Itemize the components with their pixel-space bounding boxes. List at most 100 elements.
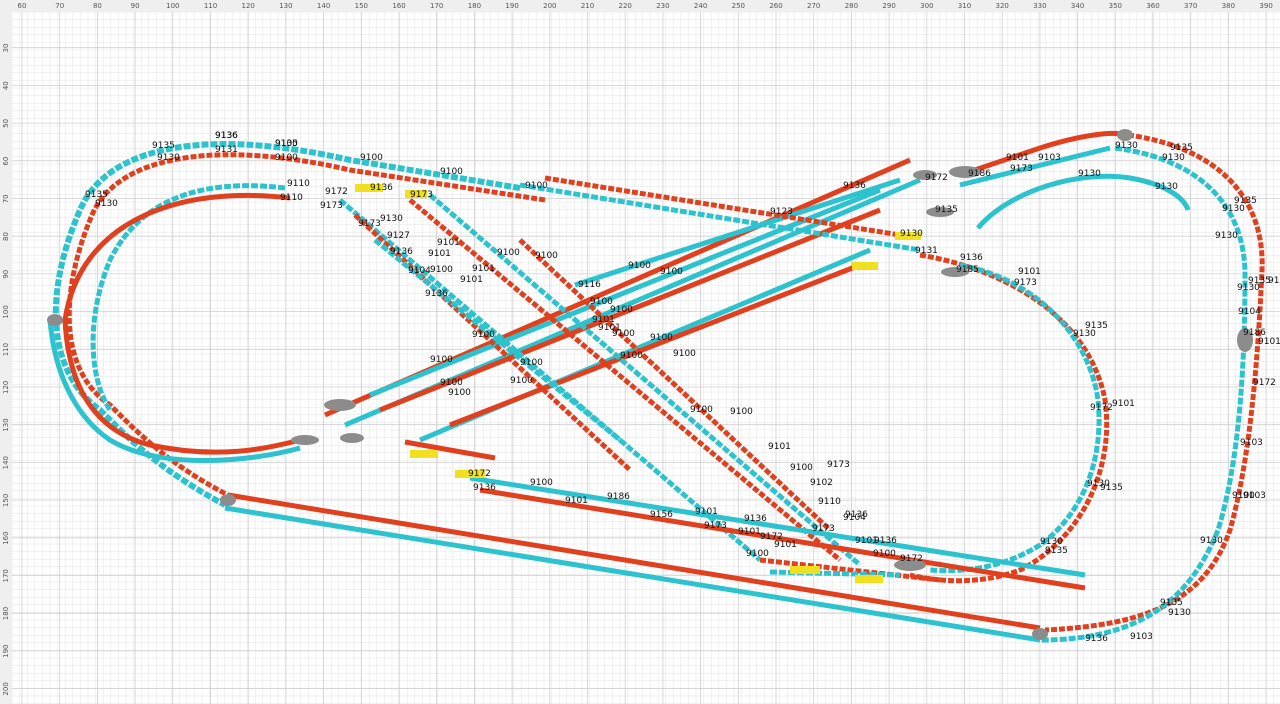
switch-marker[interactable]: [852, 262, 878, 270]
track-lower-cross-red[interactable]: [759, 557, 941, 583]
track-mid-cyan-straight[interactable]: [469, 475, 1086, 578]
track-top-red-straight[interactable]: [544, 175, 901, 238]
track-diag-cyan-2[interactable]: [369, 187, 881, 398]
switch-marker[interactable]: [455, 470, 485, 478]
track-cross-red-3[interactable]: [518, 238, 832, 532]
left-ruler-tick: 120: [2, 381, 10, 394]
track-piece-label: 9101: [1258, 337, 1280, 347]
track-left-inner-cyan[interactable]: [90, 183, 286, 412]
track-cross-red-1[interactable]: [408, 198, 842, 562]
left-ruler-tick: 180: [2, 607, 10, 620]
switch-marker[interactable]: [220, 494, 236, 506]
switch-marker[interactable]: [47, 314, 63, 326]
track-mid-red-short[interactable]: [404, 439, 496, 461]
top-ruler-tick: 390: [1259, 2, 1272, 10]
track-cross-red-2[interactable]: [353, 213, 632, 472]
track-diag-red-3[interactable]: [449, 262, 861, 428]
track-right-outer-red[interactable]: [1044, 131, 1265, 633]
switch-marker[interactable]: [895, 232, 921, 240]
switch-marker[interactable]: [894, 559, 926, 571]
track-piece-label: 9130: [1200, 536, 1223, 546]
switch-marker[interactable]: [949, 166, 981, 178]
track-cross-cyan-1[interactable]: [338, 198, 762, 562]
track-upper-right-cyan[interactable]: [959, 145, 1111, 188]
track-left-solid-cyan[interactable]: [47, 319, 301, 463]
track-diag-cyan-4[interactable]: [574, 177, 901, 288]
track-piece-label: 9135: [1248, 276, 1271, 286]
top-ruler-tick: 250: [732, 2, 745, 10]
track-piece-label: 9173: [827, 460, 850, 470]
track-right-inner-red[interactable]: [909, 252, 1110, 584]
track-piece-label: 9156: [650, 510, 673, 520]
track-piece-label: 9110: [287, 179, 310, 189]
track-upper-right-red[interactable]: [959, 130, 1121, 178]
track-mid-red-straight[interactable]: [479, 487, 1086, 591]
left-ruler-tick: 160: [2, 531, 10, 544]
top-ruler-tick: 120: [242, 2, 255, 10]
track-piece-label: 9186: [1243, 328, 1266, 338]
switch-marker[interactable]: [324, 399, 356, 411]
track-piece-label: 9130: [1078, 169, 1101, 179]
track-piece-label: 9100: [612, 329, 635, 339]
track-piece-label: 9135: [935, 205, 958, 215]
track-bottom-red-straight[interactable]: [227, 492, 1041, 631]
track-piece-label: 9103: [1130, 632, 1153, 642]
switch-marker[interactable]: [790, 566, 820, 574]
switch-marker[interactable]: [410, 450, 438, 458]
track-piece-label: 9130: [95, 199, 118, 209]
top-ruler-tick: 330: [1033, 2, 1046, 10]
switch-marker[interactable]: [941, 267, 969, 277]
left-ruler-tick: 100: [2, 305, 10, 318]
track-piece-label: 9173: [1014, 278, 1037, 288]
switch-marker[interactable]: [913, 170, 937, 180]
switch-marker[interactable]: [855, 575, 883, 583]
track-layer: [47, 130, 1265, 643]
switch-marker[interactable]: [291, 435, 319, 445]
switch-marker[interactable]: [1117, 129, 1133, 141]
track-piece-label: 9110: [818, 497, 841, 507]
left-ruler-tick: 150: [2, 494, 10, 507]
track-piece-label: 9100: [472, 330, 495, 340]
top-ruler-tick: 220: [619, 2, 632, 10]
track-lower-cross-cyan[interactable]: [769, 569, 901, 578]
track-piece-label: 9101: [592, 315, 615, 325]
track-piece-label: 9135: [1170, 143, 1193, 153]
track-piece-label: 9185: [956, 265, 979, 275]
track-piece-label: 9101: [738, 527, 761, 537]
track-piece-label: 9172: [1090, 403, 1113, 413]
top-ruler-tick: 60: [18, 2, 27, 10]
top-ruler-tick: 180: [468, 2, 481, 10]
track-cross-cyan-2[interactable]: [428, 193, 862, 567]
track-left-inner-red[interactable]: [62, 192, 301, 455]
track-cross-cyan-3[interactable]: [373, 238, 622, 442]
switch-marker[interactable]: [405, 190, 427, 198]
switch-marker[interactable]: [926, 207, 954, 217]
top-ruler-tick: 190: [505, 2, 518, 10]
track-diag-red-2[interactable]: [379, 207, 881, 413]
switch-marker[interactable]: [1032, 628, 1048, 640]
switch-marker[interactable]: [1237, 328, 1253, 352]
track-left-outer-red[interactable]: [66, 152, 546, 498]
track-right-inner-cyan[interactable]: [929, 262, 1102, 574]
top-ruler-tick: 300: [920, 2, 933, 10]
track-piece-label: 9173: [358, 219, 381, 229]
left-ruler-tick: 80: [2, 232, 10, 241]
top-ruler-tick: 360: [1146, 2, 1159, 10]
track-piece-label: 9173: [1010, 164, 1033, 174]
track-top-cyan-straight[interactable]: [519, 182, 921, 253]
track-left-outer-cyan[interactable]: [52, 141, 521, 508]
track-right-outer-cyan[interactable]: [1039, 145, 1248, 643]
track-piece-label: 9186: [968, 169, 991, 179]
switch-marker[interactable]: [355, 184, 383, 192]
track-bottom-cyan-straight[interactable]: [224, 505, 1041, 643]
track-piece-label: 9101: [428, 249, 451, 259]
track-inner-right-arc[interactable]: [976, 173, 1191, 230]
top-ruler-tick: 110: [204, 2, 217, 10]
switch-marker[interactable]: [340, 433, 364, 443]
top-ruler-tick: 280: [845, 2, 858, 10]
track-piece-label: 9173: [812, 524, 835, 534]
track-piece-label: 9130: [1162, 153, 1185, 163]
track-piece-label: 9130: [1155, 182, 1178, 192]
